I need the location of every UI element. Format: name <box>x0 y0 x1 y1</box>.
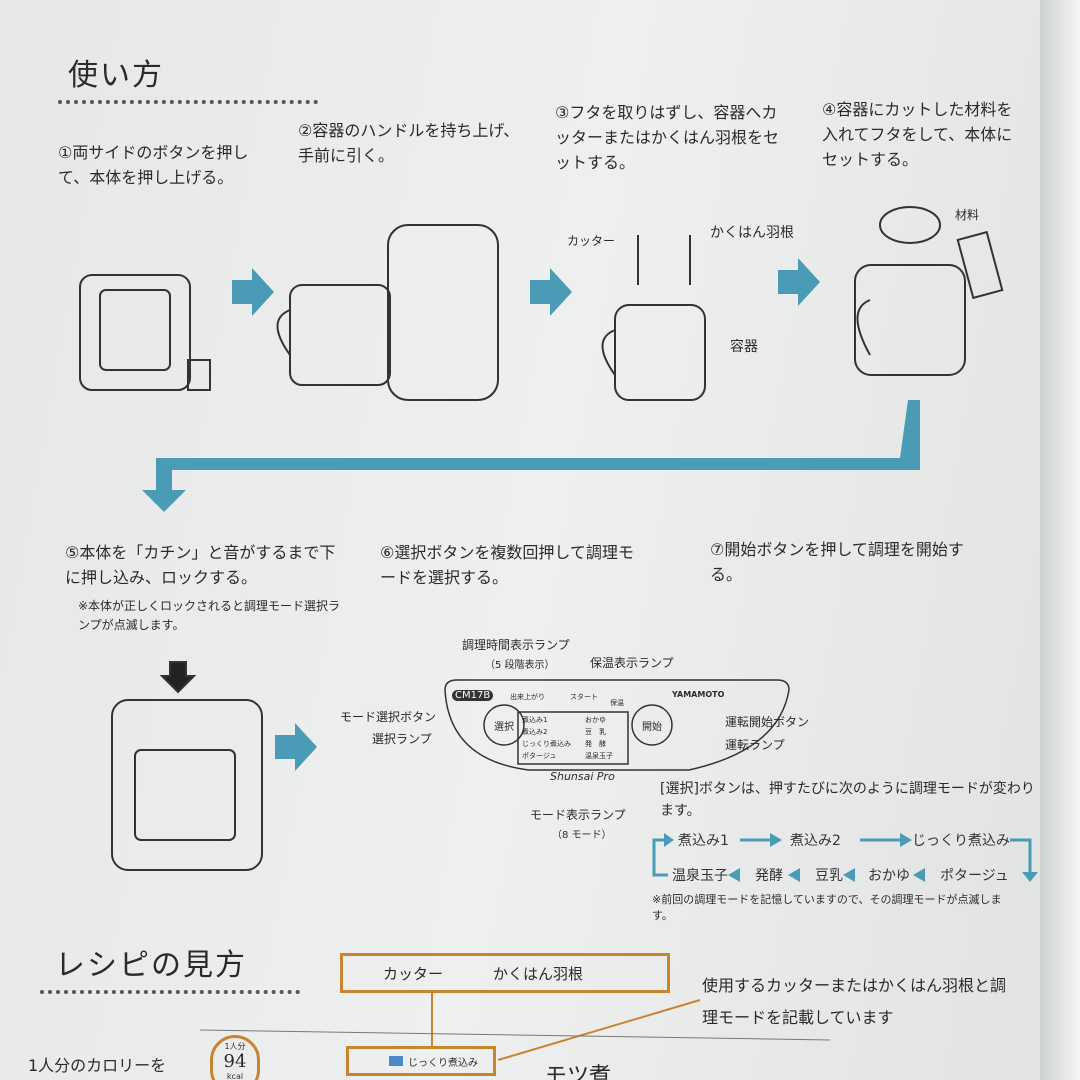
control-panel-illustration <box>444 679 790 771</box>
step3-parts-illustration <box>601 235 706 401</box>
mode-cycle-item: 豆乳 <box>815 868 843 884</box>
callout-mode-select-button: モード選択ボタン <box>340 710 437 724</box>
callout-mode-lamp: モード表示ランプ <box>530 808 626 822</box>
panel-brand: YAMAMOTO <box>672 690 725 699</box>
label-blade: かくはん羽根 <box>710 225 794 241</box>
panel-start-label: スタート <box>570 693 598 701</box>
title-underline <box>58 100 318 108</box>
mode-cycle-item: 煮込み1 <box>678 833 729 849</box>
callout-select-lamp: 選択ランプ <box>372 732 432 746</box>
label-ingredients: 材料 <box>955 208 980 222</box>
step5-appliance-illustration <box>111 661 263 871</box>
callout-start-button: 運転開始ボタン <box>725 715 810 729</box>
mode-cycle-item: 温泉玉子 <box>672 868 728 884</box>
step-5-text: ⑤本体を「カチン」と音がするまで下に押し込み、ロックする。 <box>65 543 336 587</box>
mode-tag: じっくり煮込み <box>408 1057 478 1069</box>
step-3-text: ③フタを取りはずし、容器へカッターまたはかくはん羽根をセットする。 <box>555 103 780 172</box>
step-6-text: ⑥選択ボタンを複数回押して調理モードを選択する。 <box>380 543 634 587</box>
arrow-right-2 <box>530 268 572 316</box>
recipe-title: モツ煮 <box>545 1064 612 1080</box>
recipe-frame-line <box>199 1029 831 1041</box>
calorie-unit: kcal <box>226 1072 244 1080</box>
legend-cutter: カッター <box>383 964 444 983</box>
title-underline <box>40 990 300 998</box>
mode-lamp: 煮込み2 <box>522 728 548 736</box>
mode-lamp: おかゆ <box>585 716 606 724</box>
mode-cycle-item: おかゆ <box>868 868 910 884</box>
step4-container-illustration <box>854 206 1004 376</box>
arrow-right-1 <box>232 268 274 316</box>
legend-description: 使用するカッターまたはかくはん羽根と調理モードを記載しています <box>702 976 1007 1027</box>
callout-time-lamp: 調理時間表示ランプ <box>462 638 570 652</box>
mode-lamp: じっくり煮込み <box>522 740 571 748</box>
page-edge <box>1040 0 1080 1080</box>
step-5-note: ※本体が正しくロックされると調理モード選択ランプが点滅します。 <box>78 599 341 632</box>
arrow-right-3 <box>778 258 820 306</box>
callout-time-lamp-sub: （5 段階表示） <box>485 660 555 671</box>
mode-lamp: 温泉玉子 <box>585 752 613 760</box>
legend-blade: かくはん羽根 <box>493 964 584 983</box>
panel-done-label: 出来上がり <box>510 693 545 701</box>
mode-color-icon <box>389 1056 403 1066</box>
mode-cycle-item: 発酵 <box>755 868 783 884</box>
panel-select-button[interactable]: 選択 <box>494 722 514 733</box>
arrow-right-4 <box>275 723 317 771</box>
callout-keep-warm-lamp: 保温表示ランプ <box>590 656 674 670</box>
panel-keep-warm: 保温 <box>610 699 624 707</box>
mode-tag-box: じっくり煮込み <box>346 1046 496 1076</box>
calorie-value: 94 <box>223 1051 247 1072</box>
calorie-unit-top: 1人分 <box>224 1042 246 1051</box>
callout-mode-lamp-sub: （8 モード） <box>552 830 612 841</box>
mode-cycle-item: ポタージュ <box>940 868 1009 884</box>
label-container: 容器 <box>730 339 758 355</box>
panel-logo: Shunsai Pro <box>550 770 615 783</box>
step2-appliance-illustration <box>276 224 499 401</box>
step-2-text: ②容器のハンドルを持ち上げ、手前に引く。 <box>298 121 520 165</box>
step1-appliance-illustration <box>79 274 211 391</box>
mode-cycle-note: ※前回の調理モードを記憶していますので、その調理モードが点滅します。 <box>652 893 1002 922</box>
panel-modes-left: 煮込み1 煮込み2 じっくり煮込みポタージュ <box>522 714 572 762</box>
callout-run-lamp: 運転ランプ <box>725 738 785 752</box>
section-title-usage: 使い方 <box>68 58 164 93</box>
calorie-badge: 1人分 94 kcal <box>210 1035 260 1080</box>
step-4-text: ④容器にカットした材料を入れてフタをして、本体にセットする。 <box>822 100 1013 169</box>
label-cutter: カッター <box>567 234 616 248</box>
mode-cycle-item: じっくり煮込み <box>912 833 1010 849</box>
recipe-legend-lines <box>431 993 701 1061</box>
utensil-legend-box: カッター かくはん羽根 <box>340 953 670 993</box>
step-7-text: ⑦開始ボタンを押して調理を開始する。 <box>710 540 964 584</box>
section-title-recipe: レシピの見方 <box>55 948 247 983</box>
panel-model-badge: CM17B <box>452 690 494 701</box>
mode-lamp: ポタージュ <box>522 752 557 760</box>
mode-lamp: 発 酵 <box>585 740 606 748</box>
mode-cycle-item: 煮込み2 <box>790 833 841 849</box>
panel-start-button[interactable]: 開始 <box>642 722 662 733</box>
mode-lamp: 煮込み1 <box>522 716 548 724</box>
mode-lamp: 豆 乳 <box>585 728 606 736</box>
panel-modes-right: おかゆ豆 乳発 酵温泉玉子 <box>585 714 625 762</box>
flow-arrows <box>142 258 920 771</box>
step-1-text: ①両サイドのボタンを押して、本体を押し上げる。 <box>58 143 249 187</box>
mode-cycle-intro: [選択]ボタンは、押すたびに次のように調理モードが変わります。 <box>660 781 1035 819</box>
calorie-label: 1人分のカロリーを <box>28 1056 167 1075</box>
